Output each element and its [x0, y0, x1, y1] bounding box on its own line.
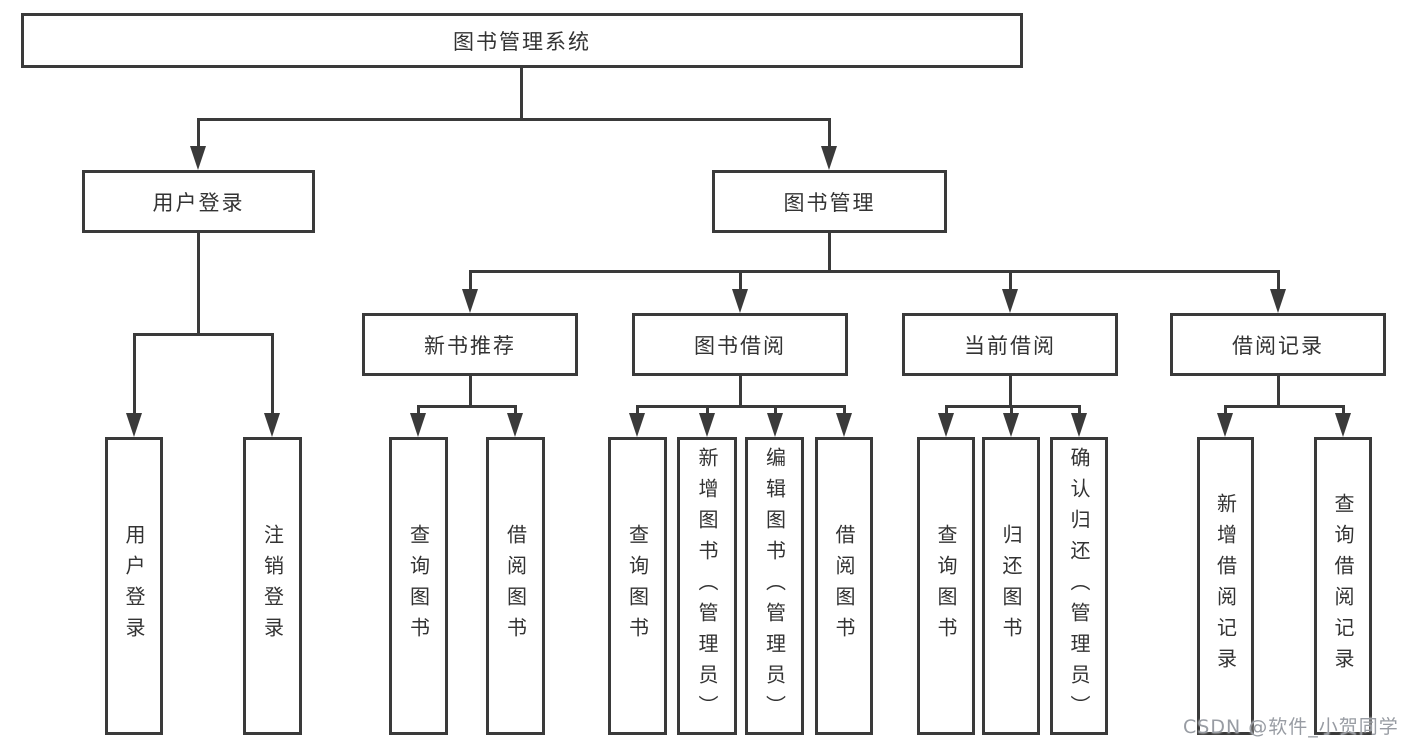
connector-records-feed — [1277, 376, 1280, 407]
connector-current-rail — [945, 405, 1081, 408]
arrow-down-icon — [1002, 289, 1018, 313]
connector-book-management-feed — [828, 233, 831, 272]
connector-current-feed — [1009, 376, 1012, 407]
connector-arrow-shaft — [706, 405, 709, 415]
leaf-logout: 注销登录 — [243, 437, 302, 735]
leaf-add-books-admin: 新增图书（管理员） — [677, 437, 737, 735]
node-book-management: 图书管理 — [712, 170, 947, 233]
leaf-confirm-return-admin: 确认归还（管理员） — [1050, 437, 1108, 735]
csdn-watermark: CSDN @软件_小贺同学 — [1183, 716, 1399, 738]
leaf-borrow-books-borrowing: 借阅图书 — [815, 437, 873, 735]
arrow-down-icon — [410, 413, 426, 437]
connector-arrow-shaft — [1277, 270, 1280, 291]
node-user-login: 用户登录 — [82, 170, 315, 233]
arrow-down-icon — [126, 413, 142, 437]
leaf-query-books-borrowing: 查询图书 — [608, 437, 667, 735]
connector-user-login-rail — [133, 333, 274, 336]
arrow-down-icon — [767, 413, 783, 437]
arrow-down-icon — [938, 413, 954, 437]
connector-borrowing-rail — [636, 405, 846, 408]
connector-records-rail — [1224, 405, 1345, 408]
connector-arrow-shaft — [739, 270, 742, 291]
connector-arrow-shaft — [133, 333, 136, 415]
arrow-down-icon — [1270, 289, 1286, 313]
leaf-user-login: 用户登录 — [105, 437, 163, 735]
arrow-down-icon — [507, 413, 523, 437]
connector-arrow-shaft — [828, 118, 831, 148]
connector-arrow-shaft — [271, 333, 274, 415]
connector-arrow-shaft — [514, 405, 517, 415]
arrow-down-icon — [1217, 413, 1233, 437]
connector-arrow-shaft — [636, 405, 639, 415]
node-root: 图书管理系统 — [21, 13, 1023, 68]
leaf-borrow-books-recommend: 借阅图书 — [486, 437, 545, 735]
connector-arrow-shaft — [843, 405, 846, 415]
connector-level2-rail — [197, 118, 831, 121]
leaf-edit-books-admin: 编辑图书（管理员） — [745, 437, 804, 735]
connector-arrow-shaft — [1010, 405, 1013, 415]
connector-arrow-shaft — [417, 405, 420, 415]
connector-arrow-shaft — [1224, 405, 1227, 415]
leaf-query-books-current: 查询图书 — [917, 437, 975, 735]
connector-root-feed — [520, 68, 523, 120]
node-new-book-recommend: 新书推荐 — [362, 313, 578, 376]
connector-arrow-shaft — [1078, 405, 1081, 415]
connector-arrow-shaft — [1342, 405, 1345, 415]
arrow-down-icon — [821, 146, 837, 170]
leaf-add-borrow-record: 新增借阅记录 — [1197, 437, 1254, 735]
connector-arrow-shaft — [469, 270, 472, 291]
leaf-return-books: 归还图书 — [982, 437, 1040, 735]
leaf-query-books-recommend: 查询图书 — [389, 437, 448, 735]
connector-arrow-shaft — [945, 405, 948, 415]
node-current-borrowing: 当前借阅 — [902, 313, 1118, 376]
arrow-down-icon — [1335, 413, 1351, 437]
arrow-down-icon — [190, 146, 206, 170]
arrow-down-icon — [629, 413, 645, 437]
arrow-down-icon — [732, 289, 748, 313]
connector-arrow-shaft — [774, 405, 777, 415]
leaf-query-borrow-record: 查询借阅记录 — [1314, 437, 1372, 735]
arrow-down-icon — [836, 413, 852, 437]
arrow-down-icon — [264, 413, 280, 437]
connector-user-login-feed — [197, 233, 200, 335]
arrow-down-icon — [699, 413, 715, 437]
connector-arrow-shaft — [1009, 270, 1012, 291]
node-book-borrowing: 图书借阅 — [632, 313, 848, 376]
arrow-down-icon — [1071, 413, 1087, 437]
arrow-down-icon — [462, 289, 478, 313]
connector-recommend-feed — [469, 376, 472, 407]
node-borrowing-records: 借阅记录 — [1170, 313, 1386, 376]
connector-recommend-rail — [417, 405, 517, 408]
connector-arrow-shaft — [197, 118, 200, 148]
connector-level3-rail — [469, 270, 1280, 273]
arrow-down-icon — [1003, 413, 1019, 437]
connector-borrowing-feed — [739, 376, 742, 407]
